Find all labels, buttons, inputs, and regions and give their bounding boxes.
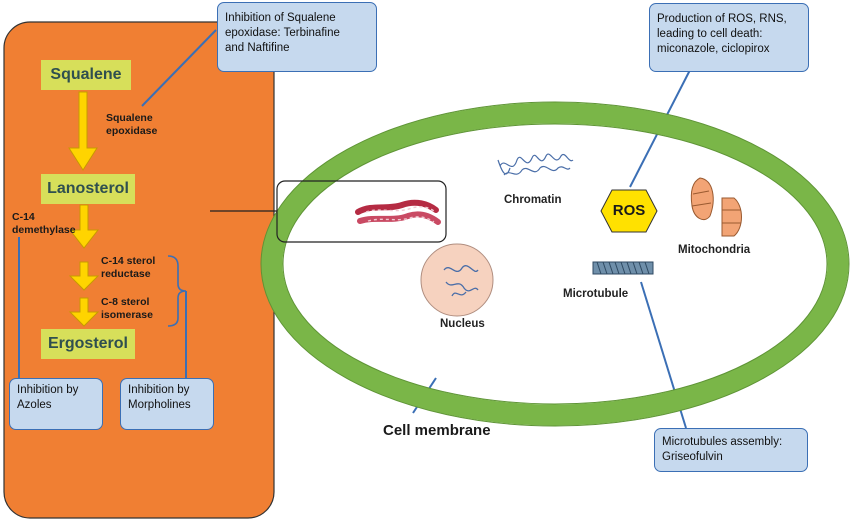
nucleus-label: Nucleus [440, 318, 485, 330]
microtubule-label: Microtubule [563, 288, 629, 300]
arrow-lanosterol-c14 [68, 204, 100, 249]
arrow-c8-ergosterol [68, 297, 100, 327]
terbinafine-connector [141, 29, 217, 107]
arrow-c14-c8 [68, 261, 100, 291]
cell-membrane-inner-edge [282, 123, 828, 405]
chromatin [497, 153, 574, 176]
step-squalene: Squalene [41, 60, 131, 90]
enzyme-c14-demethylase: C-14 demethylase [12, 211, 76, 236]
pathway-arrows [68, 91, 100, 327]
cell-membrane-label: Cell membrane [383, 422, 491, 439]
enzyme-squalene-epoxidase: Squalene epoxidase [106, 112, 158, 137]
arrow-squalene-lanosterol [68, 91, 98, 171]
step-lanosterol: Lanosterol [41, 174, 135, 204]
microtubule [592, 261, 654, 275]
cell-membrane-outer-edge [260, 101, 850, 427]
microtubules-assembly-callout: Microtubules assembly: Griseofulvin [654, 428, 808, 472]
nucleus [420, 243, 494, 317]
mitochondria-icons [690, 177, 742, 237]
ros-hexagon [600, 189, 658, 233]
inhibition-azoles-box: Inhibition by Azoles [9, 378, 103, 430]
membrane-zoom-box [276, 180, 447, 243]
cell-membrane [261, 102, 849, 426]
chromatin-label: Chromatin [504, 194, 562, 206]
ros-label: ROS [612, 202, 646, 219]
mitochondrion-1 [690, 177, 714, 221]
membrane-protein [355, 199, 441, 225]
mitochondria-label: Mitochondria [678, 244, 751, 256]
enzyme-c14-sterol-reductase: C-14 sterol reductase [101, 255, 156, 280]
squalene-epoxidase-inhibition-callout: Inhibition of Squalene epoxidase: Terbin… [217, 2, 377, 72]
mitochondrion-2 [721, 197, 742, 237]
ros-production-callout: Production of ROS, RNS, leading to cell … [649, 3, 809, 72]
enzyme-c8-sterol-isomerase: C-8 sterol isomerase [101, 296, 153, 321]
inhibition-morpholines-box: Inhibition by Morpholines [120, 378, 214, 430]
nucleus-dna [443, 265, 479, 297]
step-ergosterol: Ergosterol [41, 329, 135, 359]
